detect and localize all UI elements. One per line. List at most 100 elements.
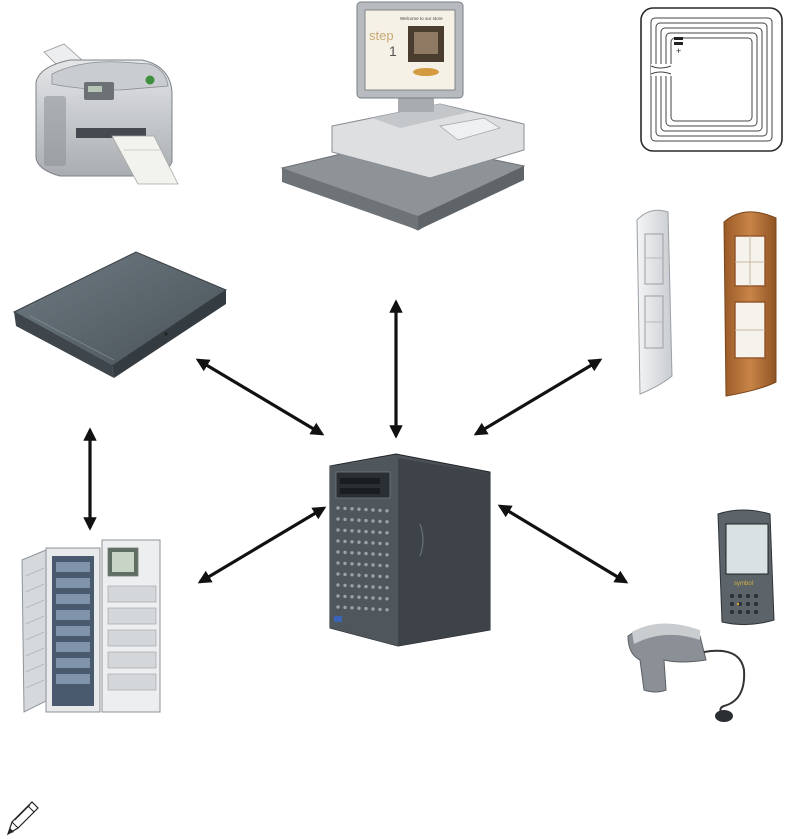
vent-hole: [350, 507, 353, 510]
vent-hole: [357, 541, 360, 544]
vent-hole: [371, 585, 374, 588]
vent-hole: [378, 597, 381, 600]
vent-hole: [378, 531, 381, 534]
vent-hole: [378, 509, 381, 512]
vent-hole: [378, 520, 381, 523]
printer-icon: [36, 44, 178, 184]
vent-hole: [343, 562, 346, 565]
kiosk-step-number: 1: [389, 43, 397, 59]
rfid-gun-icon: [628, 623, 744, 722]
vent-hole: [343, 606, 346, 609]
vent-hole: [371, 519, 374, 522]
svg-text:+: +: [676, 46, 681, 56]
vent-hole: [357, 519, 360, 522]
vent-hole: [343, 529, 346, 532]
arrow-rack-to-server: [200, 508, 324, 582]
vent-hole: [371, 607, 374, 610]
vent-hole: [357, 574, 360, 577]
security-gates-icon: [637, 210, 776, 396]
vent-hole: [350, 562, 353, 565]
vent-hole: [343, 518, 346, 521]
vent-hole: [385, 542, 388, 545]
pencil-icon: [8, 802, 38, 834]
vent-hole: [364, 508, 367, 511]
arrow-server-to-handheld: [500, 506, 626, 582]
vent-hole: [357, 596, 360, 599]
vent-hole: [364, 530, 367, 533]
vent-hole: [378, 575, 381, 578]
vent-hole: [336, 506, 339, 509]
vent-hole: [364, 541, 367, 544]
vent-hole: [357, 508, 360, 511]
vent-hole: [357, 530, 360, 533]
vent-hole: [357, 607, 360, 610]
vent-hole: [350, 595, 353, 598]
vent-hole: [350, 606, 353, 609]
vent-hole: [350, 573, 353, 576]
vent-hole: [336, 550, 339, 553]
arrow-gates-to-server: [476, 360, 600, 434]
vent-hole: [350, 518, 353, 521]
vent-hole: [336, 539, 339, 542]
vent-hole: [371, 530, 374, 533]
vent-hole: [343, 507, 346, 510]
kiosk-step-word: step: [369, 28, 394, 43]
arrow-pad-to-server: [198, 360, 322, 434]
vent-hole: [350, 584, 353, 587]
vent-hole: [385, 553, 388, 556]
vent-hole: [371, 552, 374, 555]
vent-hole: [343, 551, 346, 554]
vent-hole: [385, 531, 388, 534]
vent-hole: [364, 596, 367, 599]
vent-hole: [336, 561, 339, 564]
vent-hole: [357, 552, 360, 555]
kiosk-header-text: Welcome to our store: [400, 16, 443, 21]
vent-hole: [336, 572, 339, 575]
vent-hole: [385, 586, 388, 589]
vent-hole: [343, 595, 346, 598]
vent-hole: [364, 552, 367, 555]
vent-hole: [343, 540, 346, 543]
reader-pad-icon: · · ·: [14, 252, 226, 378]
vent-hole: [385, 564, 388, 567]
vent-hole: [385, 509, 388, 512]
vent-hole: [371, 596, 374, 599]
vent-hole: [364, 519, 367, 522]
vent-hole: [378, 542, 381, 545]
server-icon: [330, 454, 490, 646]
vent-hole: [385, 597, 388, 600]
vent-hole: [385, 575, 388, 578]
vent-hole: [371, 508, 374, 511]
kiosk-icon: Welcome to our store step 1: [282, 2, 524, 230]
vent-hole: [364, 607, 367, 610]
vent-hole: [350, 551, 353, 554]
vent-hole: [371, 574, 374, 577]
vent-hole: [336, 517, 339, 520]
vent-hole: [378, 553, 381, 556]
handheld-brand-label: symbol: [734, 581, 753, 587]
vent-hole: [350, 540, 353, 543]
handheld-icon: symbol: [718, 510, 774, 625]
rfid-tag-icon: +: [641, 8, 782, 151]
vent-hole: [378, 608, 381, 611]
vent-hole: [364, 563, 367, 566]
vent-hole: [371, 563, 374, 566]
vent-hole: [378, 564, 381, 567]
vent-hole: [357, 563, 360, 566]
vent-hole: [364, 585, 367, 588]
vent-hole: [336, 528, 339, 531]
vent-hole: [378, 586, 381, 589]
vent-hole: [385, 608, 388, 611]
vent-hole: [364, 574, 367, 577]
server-rack-icon: [22, 540, 160, 712]
vent-hole: [350, 529, 353, 532]
vent-hole: [336, 583, 339, 586]
vent-hole: [343, 573, 346, 576]
vent-hole: [336, 605, 339, 608]
vent-hole: [371, 541, 374, 544]
vent-hole: [357, 585, 360, 588]
vent-hole: [336, 594, 339, 597]
vent-hole: [343, 584, 346, 587]
vent-hole: [385, 520, 388, 523]
